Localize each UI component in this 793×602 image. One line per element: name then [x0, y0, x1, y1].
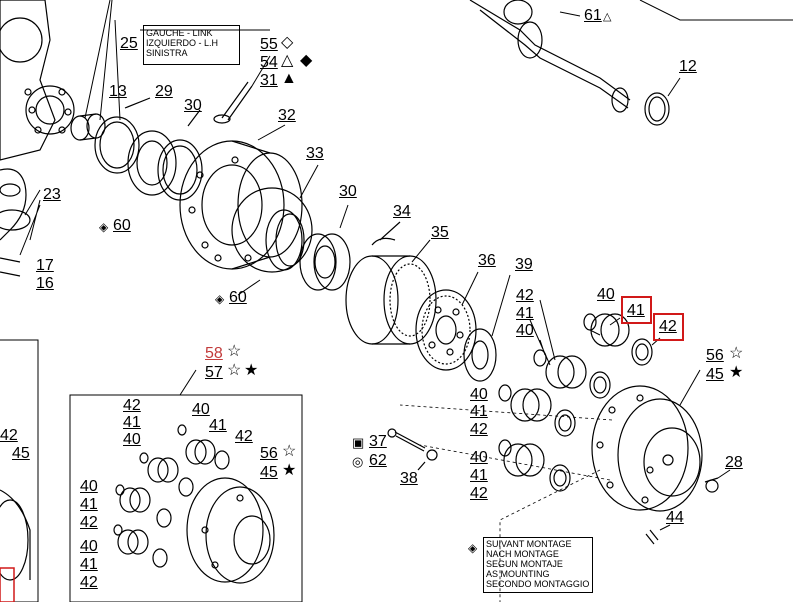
- part-label-35: 35: [431, 224, 449, 241]
- part-label-40: 40: [597, 286, 615, 303]
- solid-star-symbol: ★: [244, 362, 259, 379]
- solid-star-symbol: ★: [282, 462, 297, 479]
- part-label-30: 30: [339, 183, 357, 200]
- hub-housing: [0, 0, 75, 277]
- part-label-54: 54: [260, 54, 278, 71]
- part-label-36: 36: [478, 252, 496, 269]
- solid-diamond-symbol: ◆: [300, 52, 313, 69]
- part-label-34: 34: [393, 203, 411, 220]
- part-label-29: 29: [155, 83, 173, 100]
- highlight-41: [621, 296, 652, 324]
- part-label-32: 32: [278, 107, 296, 124]
- highlight-42: [653, 313, 684, 341]
- inset-label-40: 40: [80, 478, 98, 495]
- inset-label-41: 41: [80, 556, 98, 573]
- part-label-55: 55: [260, 36, 278, 53]
- part-label-42: 42: [659, 318, 677, 335]
- planetary-cover: [591, 385, 703, 512]
- part-label-56: 56: [706, 347, 724, 364]
- left-hand-note-box: [143, 25, 240, 65]
- inset-label-45: 45: [260, 464, 278, 481]
- part-label-38: 38: [400, 470, 418, 487]
- inset-frame: [69, 394, 303, 602]
- part-label-60: 60: [229, 289, 247, 306]
- inset-label-40: 40: [123, 431, 141, 448]
- part-label-62: 62: [369, 452, 387, 469]
- open-star-symbol: ☆: [282, 443, 297, 460]
- part-label-39: 39: [515, 256, 533, 273]
- inset-label-42: 42: [80, 514, 98, 531]
- part-label-40: 40: [470, 386, 488, 403]
- part-label-37: 37: [369, 433, 387, 450]
- mounting-note: SUIVANT MONTAGE NACH MONTAGE SEGUN MONTA…: [486, 539, 590, 589]
- part-label-25: 25: [120, 35, 138, 52]
- carrier-plate-36: [415, 289, 477, 371]
- solid-star-symbol: ★: [729, 364, 744, 381]
- part-label-40: 40: [516, 322, 534, 339]
- dot-diamond-symbol: ◈: [215, 292, 225, 306]
- inset-label-41: 41: [80, 496, 98, 513]
- part-label-16: 16: [36, 275, 54, 292]
- inset-label-40: 40: [80, 538, 98, 555]
- dot-diamond-symbol: ◈: [99, 220, 109, 234]
- part-label-33: 33: [306, 145, 324, 162]
- part-label-44: 44: [666, 509, 684, 526]
- bearing-30: [127, 130, 203, 201]
- part-label-28: 28: [725, 454, 743, 471]
- part-label-61: 61: [584, 7, 602, 24]
- inset-label-40: 40: [192, 401, 210, 418]
- part-label-41: 41: [627, 302, 645, 319]
- wheel-hub-32: [179, 140, 303, 270]
- part-label-41: 41: [516, 305, 534, 322]
- part-label-57: 57: [205, 364, 223, 381]
- part-label-31: 31: [260, 72, 278, 89]
- part-label-30: 30: [184, 97, 202, 114]
- inset-label-42: 42: [123, 397, 141, 414]
- part-label-42: 42: [470, 421, 488, 438]
- mounting-note-box: [483, 537, 593, 593]
- part-label-58: 58: [205, 345, 223, 362]
- inset-label-42: 42: [80, 574, 98, 591]
- part-label-23: 23: [43, 186, 61, 203]
- part-label-42: 42: [0, 427, 18, 444]
- part-label-42: 42: [470, 485, 488, 502]
- ring-gear-35: [345, 255, 437, 345]
- square-dot-symbol: ▣: [352, 435, 365, 450]
- inset-label-56: 56: [260, 445, 278, 462]
- inset-parts: [113, 424, 275, 584]
- left-hand-note: GAUCHE - LINK IZQUIERDO - L.H SINISTRA: [146, 28, 219, 58]
- inset-label-41: 41: [123, 414, 141, 431]
- inset-label-42: 42: [235, 428, 253, 445]
- part-label-40: 40: [470, 449, 488, 466]
- part-label-45: 45: [12, 445, 30, 462]
- circle-dot-symbol: ◎: [352, 454, 364, 469]
- inset-label-41: 41: [209, 417, 227, 434]
- axle-shaft-61: [469, 0, 631, 113]
- part-label-17: 17: [36, 257, 54, 274]
- solid-triangle-symbol: ▲: [281, 70, 297, 87]
- planet-gear-set: [498, 313, 653, 492]
- open-star-symbol: ☆: [729, 345, 744, 362]
- part-label-12: 12: [679, 58, 697, 75]
- part-label-45: 45: [706, 366, 724, 383]
- open-star-symbol: ☆: [227, 362, 242, 379]
- open-diamond-symbol: ◇: [281, 34, 294, 51]
- part-label-13: 13: [109, 83, 127, 100]
- part-label-42: 42: [516, 287, 534, 304]
- open-star-symbol: ☆: [227, 343, 242, 360]
- open-triangle-symbol: △: [603, 11, 612, 23]
- dot-diamond-symbol: ◈: [468, 541, 478, 555]
- open-triangle-symbol: △: [281, 52, 294, 69]
- part-label-41: 41: [470, 467, 488, 484]
- part-label-60: 60: [113, 217, 131, 234]
- part-label-41: 41: [470, 403, 488, 420]
